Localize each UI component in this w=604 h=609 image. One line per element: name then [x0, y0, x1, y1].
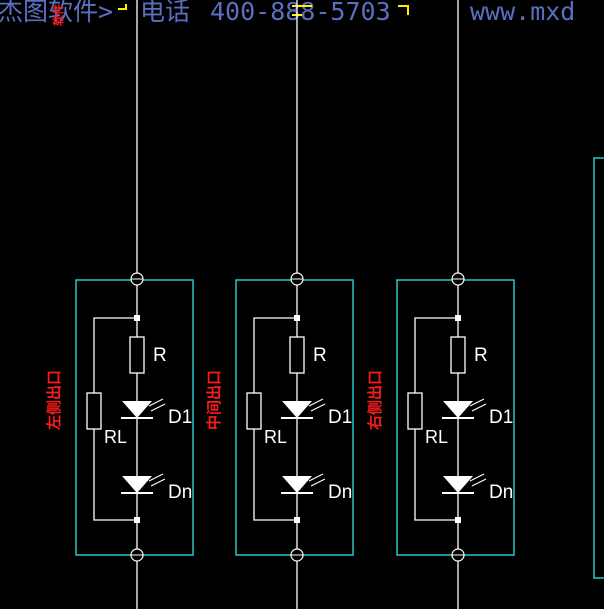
label-dn: Dn	[489, 482, 513, 503]
led-ray	[471, 403, 487, 412]
junction-top	[294, 315, 300, 321]
watermark-web: www.mxd	[470, 0, 575, 26]
label-d1: D1	[328, 407, 352, 428]
label-d1: D1	[489, 407, 513, 428]
led-ray	[308, 473, 324, 482]
led-triangle	[122, 401, 152, 418]
resistor-rl	[86, 392, 102, 430]
led-d1	[281, 398, 326, 419]
label-dn: Dn	[168, 482, 192, 503]
led-ray	[308, 398, 324, 407]
watermark-company: 杰图软件>	[0, 0, 113, 26]
watermark-phone: 400-888-5703	[210, 0, 391, 26]
junction-top	[134, 315, 140, 321]
resistor-r	[129, 336, 145, 374]
led-dn	[281, 473, 326, 494]
label-rl: RL	[425, 427, 448, 447]
label-r: R	[474, 345, 488, 366]
label-dn: Dn	[328, 482, 352, 503]
junction-bottom	[294, 517, 300, 523]
led-triangle	[282, 476, 312, 493]
top-red-text: 软件	[51, 4, 65, 26]
junction-bottom	[455, 517, 461, 523]
led-ray	[150, 403, 166, 412]
resistor-rl	[407, 392, 423, 430]
resistor-rl	[246, 392, 262, 430]
label-d1: D1	[168, 407, 192, 428]
module-label-red: 右侧出口	[366, 370, 384, 430]
led-triangle	[443, 476, 473, 493]
module-label-red: 中间出口	[205, 370, 223, 430]
led-ray	[469, 398, 485, 407]
led-d1	[442, 398, 487, 419]
led-ray	[150, 478, 166, 487]
led-d1	[121, 398, 166, 419]
module-label-red: 左侧出口	[45, 370, 63, 431]
label-rl: RL	[104, 427, 127, 447]
led-ray	[310, 478, 326, 487]
right-partial-box	[593, 157, 604, 579]
resistor-r	[450, 336, 466, 374]
led-ray	[471, 478, 487, 487]
watermark-banner: 杰图软件> 电话 400-888-5703 www.mxd	[0, 0, 575, 26]
led-ray	[469, 473, 485, 482]
led-triangle	[282, 401, 312, 418]
resistor-r	[289, 336, 305, 374]
led-dn	[121, 473, 166, 494]
led-triangle	[443, 401, 473, 418]
led-ray	[148, 398, 164, 407]
led-ray	[148, 473, 164, 482]
junction-bottom	[134, 517, 140, 523]
junction-top	[455, 315, 461, 321]
led-triangle	[122, 476, 152, 493]
led-dn	[442, 473, 487, 494]
watermark-phone-label: 电话	[140, 0, 190, 26]
led-ray	[310, 403, 326, 412]
label-r: R	[313, 345, 327, 366]
label-r: R	[153, 345, 167, 366]
label-rl: RL	[264, 427, 287, 447]
